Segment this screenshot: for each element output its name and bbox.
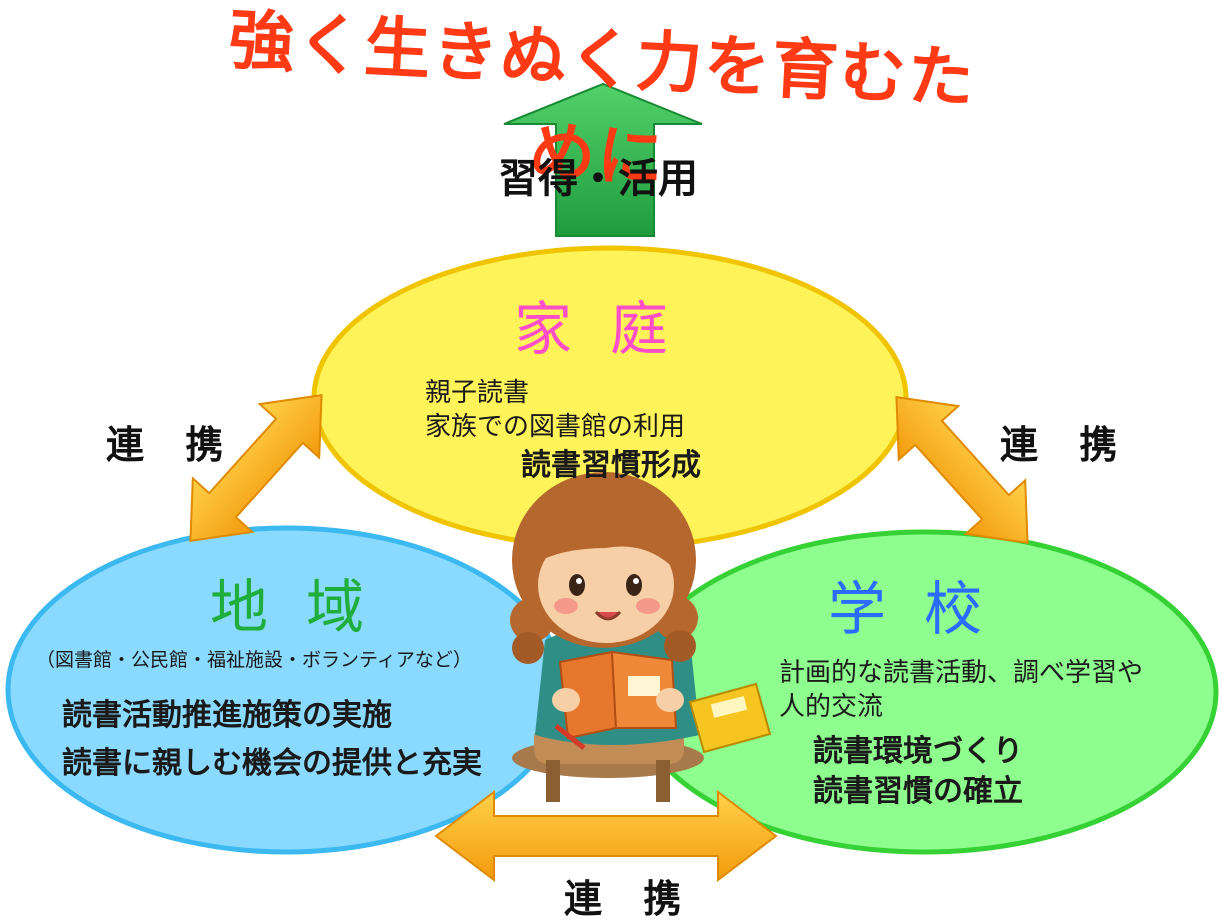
school-line-1: 計画的な読書活動、調べ学習や [779,658,1144,688]
up-arrow-label: 習得・活用 [498,156,698,202]
community-heading: 地域 [210,573,403,641]
community-note: （図書館・公民館・福祉施設・ボランティアなど） [36,649,472,671]
home-line-1: 親子読書 [425,378,530,408]
link-label-left: 連 携 [106,423,238,467]
community-emphasis-1: 読書活動推進施策の実施 [62,698,392,733]
link-label-bottom: 連 携 [564,877,696,921]
link-arrow-right [895,396,1029,544]
school-heading: 学校 [828,575,1021,643]
upward-arrow [503,82,703,237]
home-line-2: 家族での図書館の利用 [425,412,686,442]
link-arrow-left [189,394,323,542]
school-emphasis-1: 読書環境づくり [813,734,1023,769]
home-heading: 家庭 [514,295,707,363]
community-emphasis-2: 読書に親しむ機会の提供と充実 [62,746,482,781]
home-emphasis-1: 読書習慣形成 [521,448,701,483]
link-label-right: 連 携 [1000,423,1132,467]
school-emphasis-2: 読書習慣の確立 [813,774,1023,809]
link-arrow-bottom [434,789,778,883]
school-line-2: 人的交流 [779,692,884,722]
girl-reading-illustration [510,472,772,802]
